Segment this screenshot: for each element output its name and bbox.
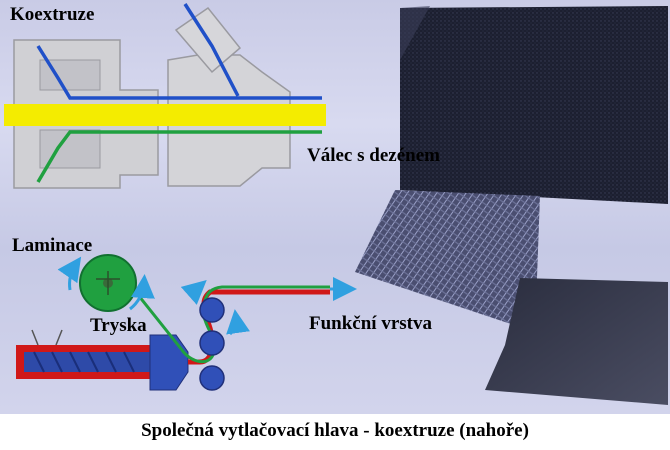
lamination-diagram xyxy=(16,254,357,391)
label-funkcni: Funkční vrstva xyxy=(309,313,432,334)
sample-photo-top xyxy=(400,6,668,204)
sample-photo-mesh xyxy=(355,190,540,332)
roller-bottom xyxy=(199,365,225,391)
roller-middle xyxy=(199,330,225,356)
top-layer-line xyxy=(36,45,322,100)
figure-caption: Společná vytlačovací hlava - koextruze (… xyxy=(141,420,529,441)
label-tryska: Tryska xyxy=(90,315,147,336)
coextrusion-die xyxy=(4,3,326,189)
core-layer-strip xyxy=(4,104,326,126)
label-koextruze: Koextruze xyxy=(10,4,95,25)
roller-top xyxy=(199,297,225,323)
bottom-layer-line xyxy=(36,130,322,183)
sample-photo-bottom xyxy=(485,278,668,405)
nozzle-block xyxy=(149,334,189,391)
label-laminace: Laminace xyxy=(12,235,93,256)
label-valec: Válec s dezénem xyxy=(307,145,440,166)
